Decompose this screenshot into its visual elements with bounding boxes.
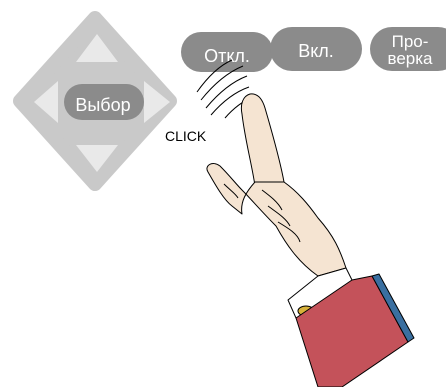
pointing-hand-icon xyxy=(206,93,415,387)
check-button-body[interactable] xyxy=(370,27,446,71)
arrow-down-icon[interactable] xyxy=(76,145,118,172)
hand-palm xyxy=(206,163,347,277)
sleeve-stripe xyxy=(371,273,415,343)
check-button[interactable]: Про- верка xyxy=(370,27,446,71)
dpad-select-label: Выбор xyxy=(75,95,130,115)
arrow-right-icon[interactable] xyxy=(144,81,170,123)
off-button-body[interactable] xyxy=(181,32,273,72)
on-button[interactable]: Вкл. xyxy=(270,27,362,71)
index-finger xyxy=(240,93,285,187)
direction-pad: Выбор xyxy=(13,11,177,191)
arrow-left-icon[interactable] xyxy=(34,81,58,123)
check-button-label-line2: верка xyxy=(387,49,433,68)
click-label: CLICK xyxy=(165,128,207,144)
dpad-center[interactable] xyxy=(64,84,144,120)
arrow-up-icon[interactable] xyxy=(76,34,118,62)
off-button[interactable]: Откл. xyxy=(181,32,273,72)
off-button-label: Откл. xyxy=(204,46,250,66)
check-button-label-line1: Про- xyxy=(392,32,429,51)
on-button-label: Вкл. xyxy=(298,41,334,61)
on-button-body[interactable] xyxy=(270,27,362,71)
